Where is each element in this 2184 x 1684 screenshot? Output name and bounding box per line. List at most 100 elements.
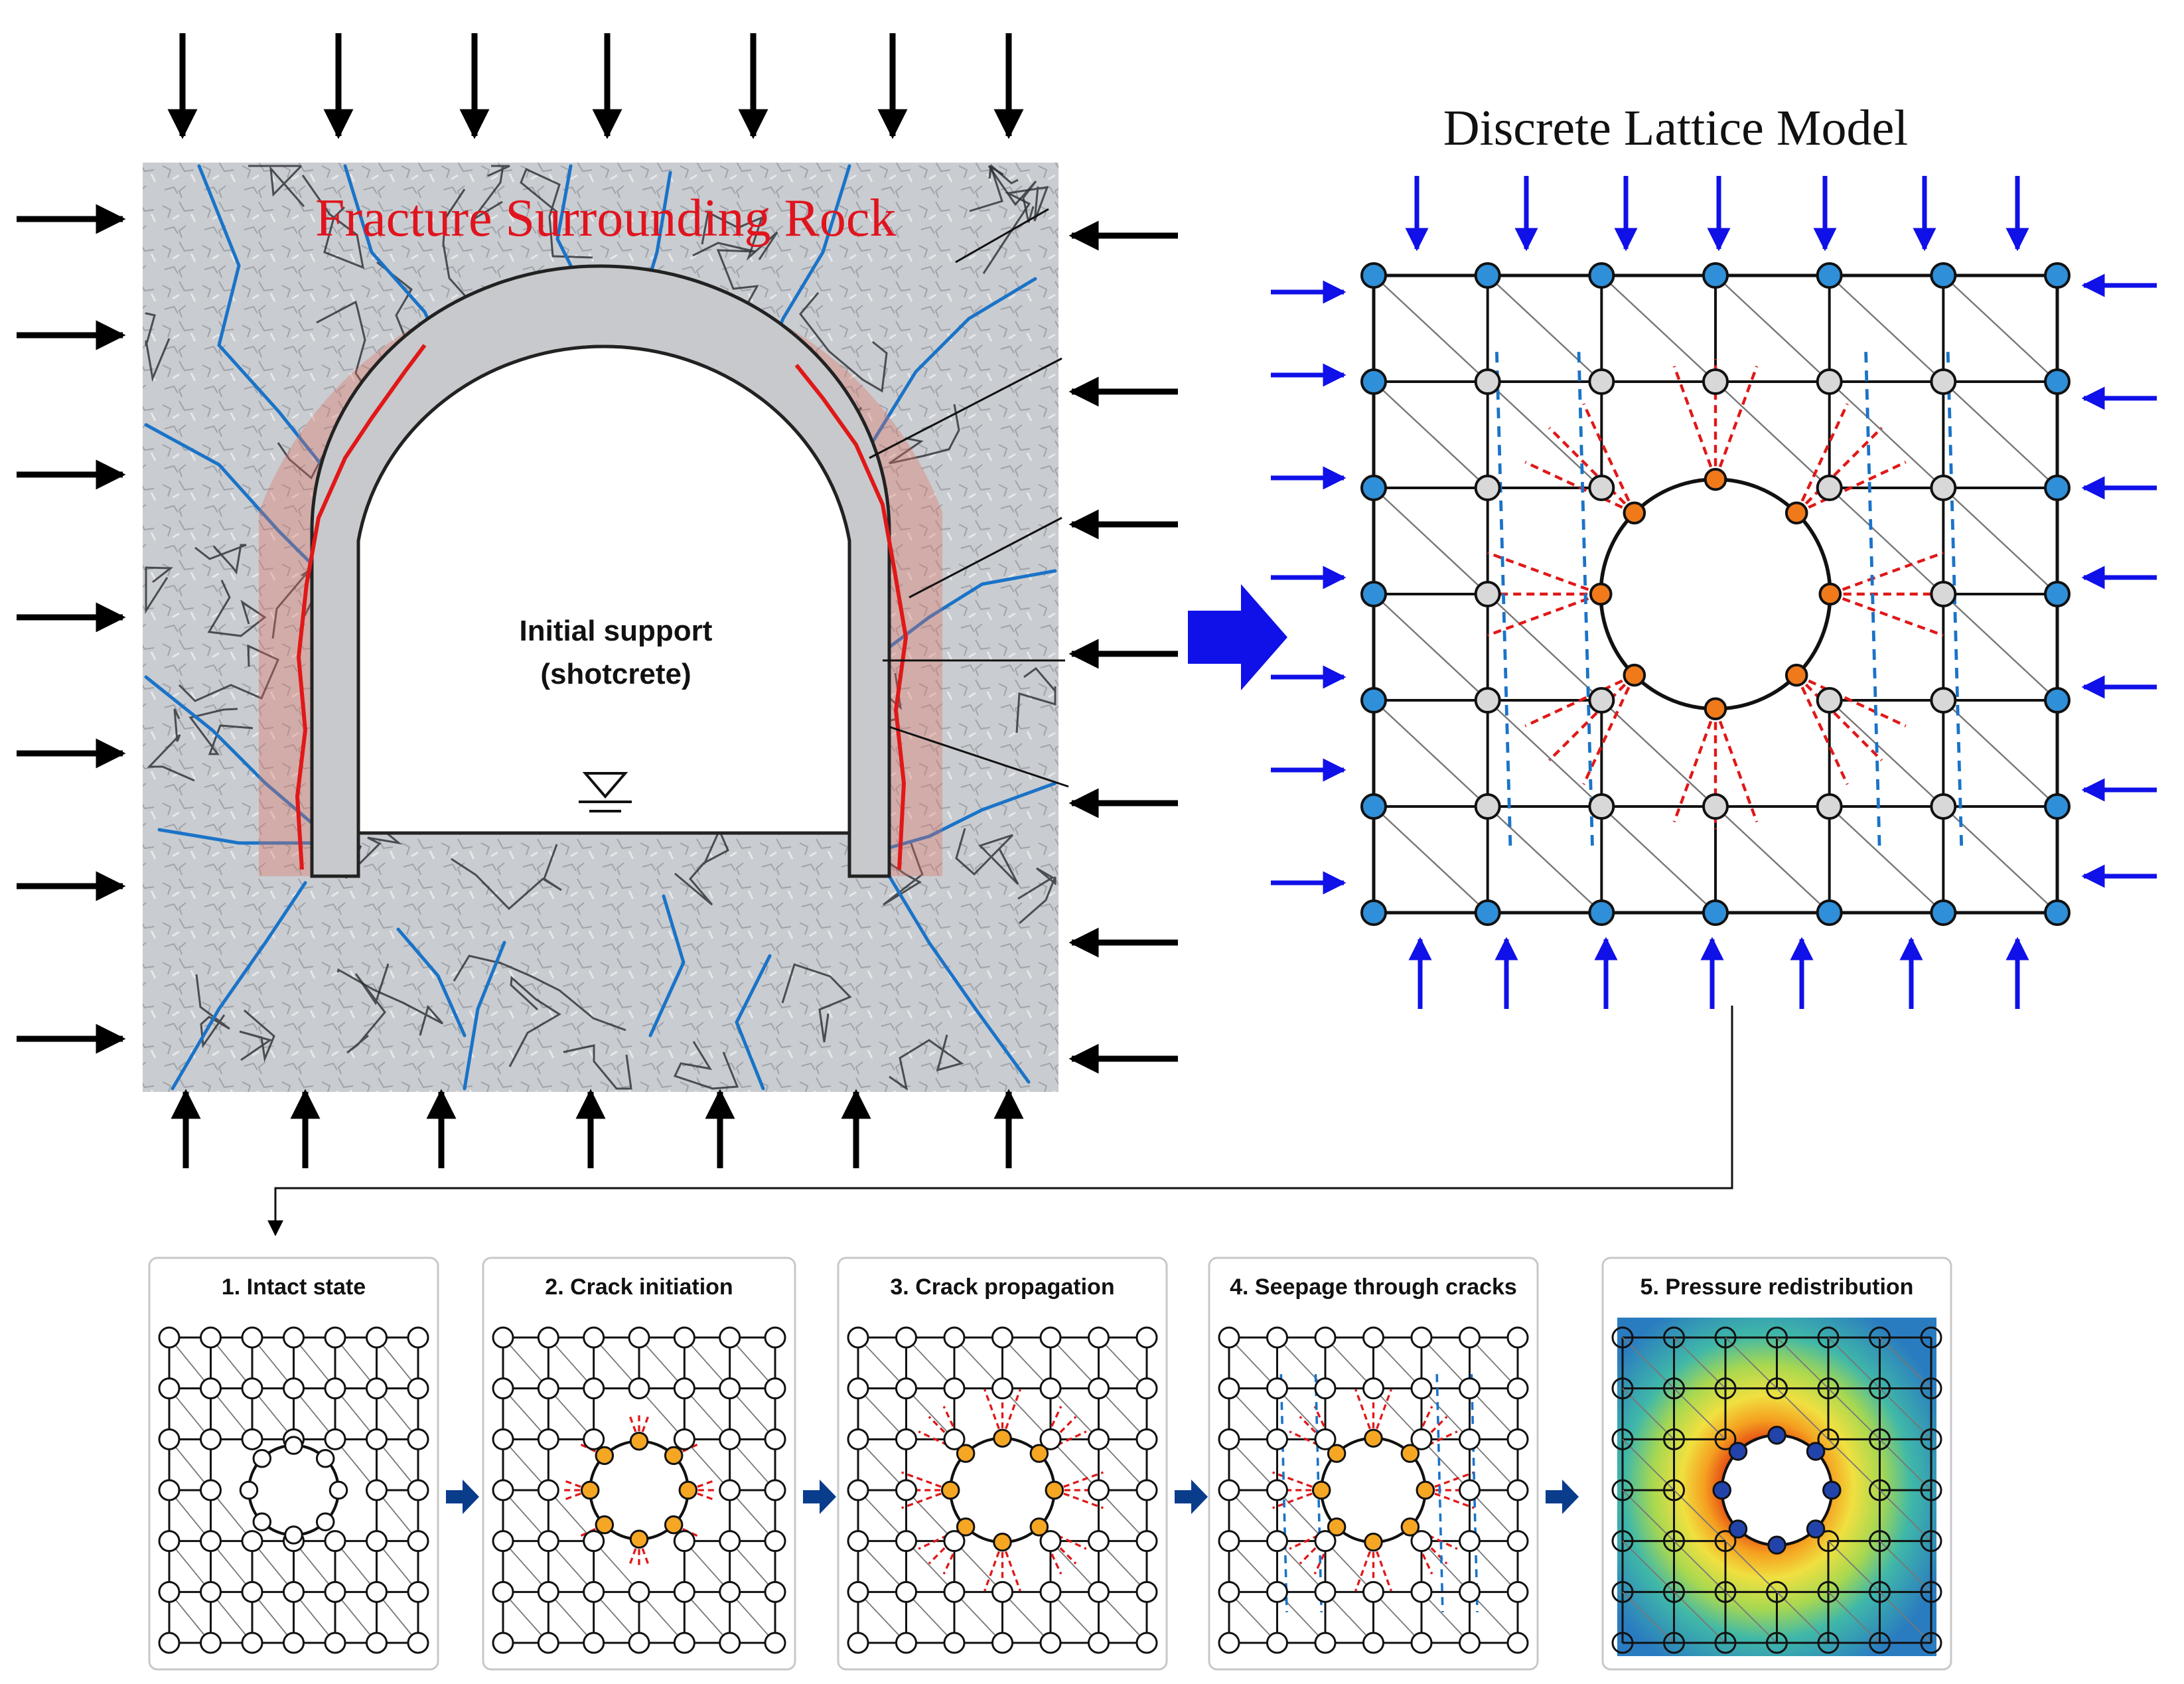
lattice-node xyxy=(673,1530,695,1553)
stage-title: 2. Crack initiation xyxy=(545,1274,733,1300)
boundary-node xyxy=(1135,1580,1158,1603)
lattice-diagonal xyxy=(1828,381,1944,489)
stage-title: 1. Intact state xyxy=(222,1274,366,1300)
crack-segment xyxy=(1289,1430,1337,1455)
lattice-node xyxy=(324,1428,346,1450)
crack-segment xyxy=(1410,1525,1458,1550)
boundary-node xyxy=(2044,581,2071,607)
lattice-diagonal xyxy=(1879,1490,1932,1542)
boundary-node xyxy=(158,1530,181,1553)
lattice-node xyxy=(895,1428,917,1450)
lattice-diagonal xyxy=(1725,1337,1778,1389)
boundary-node xyxy=(1920,1377,1942,1400)
tunnel-node xyxy=(580,1480,600,1500)
lattice-diagonal xyxy=(729,1438,776,1491)
lattice-node xyxy=(1663,1377,1685,1400)
tunnel-node xyxy=(284,1525,303,1545)
stage-title: 5. Pressure redistribution xyxy=(1640,1274,1914,1300)
lattice-node xyxy=(537,1479,559,1501)
boundary-node xyxy=(492,1530,514,1553)
lattice-node xyxy=(1362,1580,1384,1603)
lattice-node xyxy=(1362,1377,1384,1400)
boundary-node xyxy=(1362,1326,1384,1349)
lattice-diagonal xyxy=(1601,806,1716,913)
boundary-node xyxy=(200,1326,222,1349)
lattice-diagonal xyxy=(1776,1388,1829,1440)
seepage-channel xyxy=(648,894,686,1037)
boundary-node xyxy=(283,1326,305,1349)
boundary-node xyxy=(200,1632,222,1654)
tunnel-node xyxy=(595,1515,615,1535)
lattice-node xyxy=(583,1530,605,1553)
lattice-node xyxy=(719,1377,741,1400)
rock-crack xyxy=(178,644,279,702)
lattice-node xyxy=(943,1580,966,1603)
lattice-node xyxy=(1459,1580,1481,1603)
lattice-node xyxy=(895,1479,917,1501)
boundary-node xyxy=(1218,1580,1240,1603)
boundary-node xyxy=(719,1326,741,1349)
crack-segment xyxy=(983,1389,1004,1439)
rock-crack xyxy=(701,210,778,261)
crack-segment xyxy=(1272,1489,1322,1509)
lattice-diagonal xyxy=(502,1591,549,1644)
boundary-node xyxy=(407,1580,429,1603)
boundary-node xyxy=(1663,1632,1685,1654)
boundary-node xyxy=(407,1479,429,1501)
boundary-node xyxy=(241,1632,263,1654)
lattice-node xyxy=(1663,1479,1685,1501)
crack-segment xyxy=(901,1489,951,1509)
lattice-diagonal xyxy=(905,1388,955,1440)
lattice-node xyxy=(943,1428,966,1450)
boundary-node xyxy=(2044,793,2071,820)
rock-crack xyxy=(188,708,254,755)
lattice-diagonal xyxy=(1879,1388,1932,1440)
lattice-diagonal xyxy=(684,1337,731,1389)
lattice-node xyxy=(241,1580,263,1603)
lattice-node xyxy=(1039,1377,1062,1400)
boundary-node xyxy=(2044,687,2071,714)
lattice-node xyxy=(1314,1377,1337,1400)
tunnel-node xyxy=(664,1515,684,1535)
lattice-diagonal xyxy=(954,1337,1003,1389)
boundary-node xyxy=(628,1326,650,1349)
crack-segment xyxy=(1372,1389,1392,1439)
lattice-diagonal xyxy=(1469,1337,1518,1389)
lattice-diagonal xyxy=(1673,1490,1726,1542)
crack-segment xyxy=(1313,1405,1338,1454)
crack-segment xyxy=(1313,1526,1338,1575)
crack-segment xyxy=(1582,403,1636,514)
support-label-line1: Initial support xyxy=(520,615,713,647)
lattice-diagonal xyxy=(684,1541,731,1592)
tunnel-node xyxy=(1589,582,1613,606)
lattice-node xyxy=(1702,793,1729,820)
rock-crack xyxy=(147,708,195,782)
crack-segment xyxy=(1039,1525,1087,1550)
lattice-diagonal xyxy=(1276,1337,1326,1389)
lattice-node xyxy=(1930,368,1957,395)
lattice-diagonal xyxy=(857,1337,907,1389)
tunnel-node xyxy=(328,1480,348,1500)
boundary-node xyxy=(895,1632,917,1654)
tunnel-opening xyxy=(356,344,851,835)
lattice-node xyxy=(1930,793,1957,820)
lattice-diagonal xyxy=(1421,1591,1471,1644)
lattice-diagonal xyxy=(1421,1438,1471,1491)
tunnel-node xyxy=(1364,1428,1383,1448)
tunnel-node xyxy=(629,1431,649,1451)
lattice-node xyxy=(1474,581,1501,607)
rock-crack xyxy=(145,566,174,615)
tunnel-node xyxy=(993,1533,1012,1552)
lattice-diagonal xyxy=(547,1490,595,1542)
boundary-node xyxy=(1611,1479,1634,1501)
boundary-node xyxy=(283,1632,305,1654)
lattice-model xyxy=(1360,262,2071,926)
tunnel-node xyxy=(1704,697,1727,721)
lattice-node xyxy=(537,1580,559,1603)
lattice-node xyxy=(1459,1428,1481,1450)
boundary-node xyxy=(1816,899,1843,926)
lattice-diagonal xyxy=(1601,275,1716,382)
boundary-node xyxy=(847,1580,869,1603)
boundary-node xyxy=(1135,1632,1158,1654)
crack-segment xyxy=(1524,674,1635,727)
